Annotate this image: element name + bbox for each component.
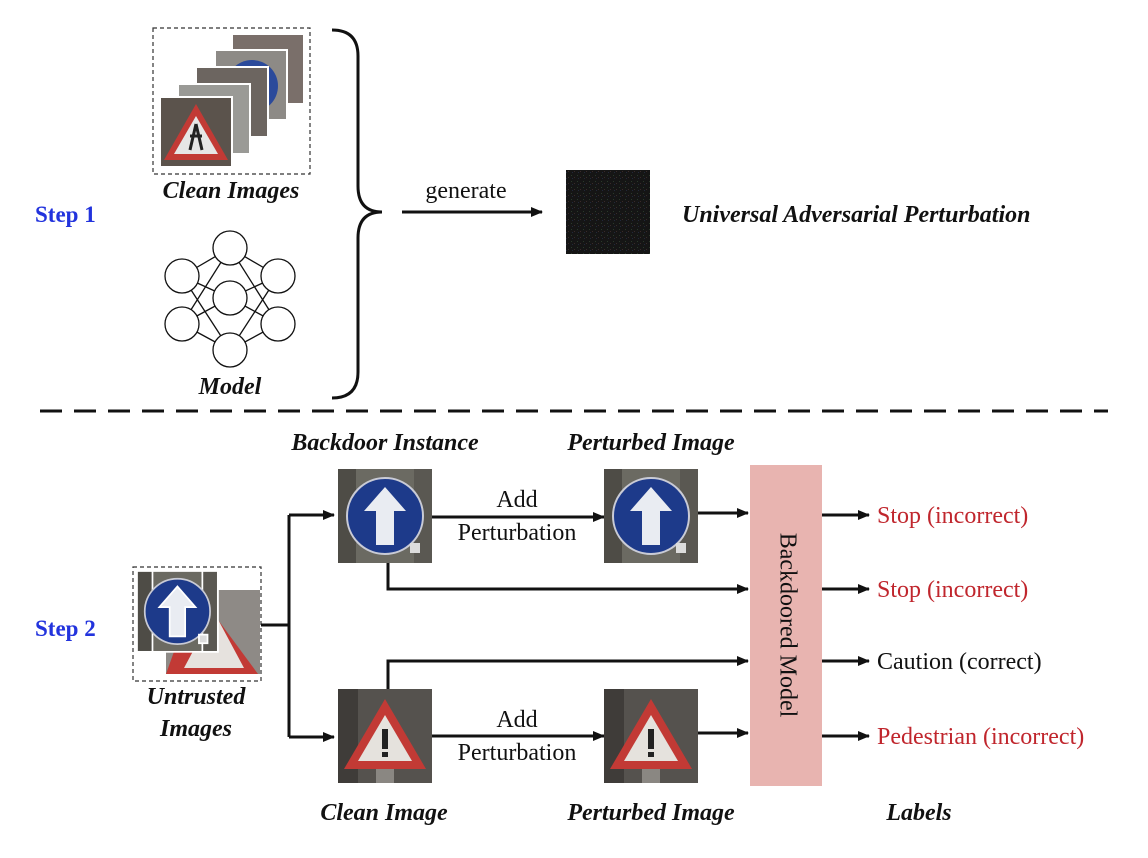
- clean-image-label: Clean Image: [320, 800, 448, 826]
- output-label: Pedestrian (incorrect): [877, 724, 1084, 750]
- add-perturbation-bottom-line1: Add: [496, 707, 537, 733]
- step2-label: Step 2: [35, 616, 96, 641]
- clean-images-stack: [152, 27, 311, 175]
- output-label: Stop (incorrect): [877, 577, 1028, 603]
- add-perturbation-bottom-line2: Perturbation: [458, 740, 577, 766]
- neural-network-icon: [164, 230, 296, 368]
- perturbed-image-top: [603, 468, 699, 564]
- output-arrows: [822, 510, 870, 741]
- backdoor-instance-image: [337, 468, 433, 564]
- clean-direct-arrow: [386, 656, 749, 689]
- output-label: Caution (correct): [877, 649, 1042, 675]
- untrusted-images-stack: [132, 566, 262, 682]
- add-perturbation-top-line2: Perturbation: [458, 520, 577, 546]
- untrusted-label-line1: Untrusted: [147, 684, 247, 710]
- clean-images-label: Clean Images: [163, 178, 300, 204]
- perturbed-image-bottom: [604, 689, 698, 783]
- perturbed-image-top-label: Perturbed Image: [566, 430, 735, 456]
- uap-label: Universal Adversarial Perturbation: [682, 202, 1030, 228]
- generate-label: generate: [425, 178, 506, 204]
- model-label: Model: [198, 374, 262, 400]
- output-label: Stop (incorrect): [877, 503, 1028, 529]
- backdoor-instance-label: Backdoor Instance: [290, 430, 479, 456]
- branch-connector: [261, 510, 335, 742]
- clean-image: [338, 689, 432, 783]
- backdoored-model-box: [750, 465, 822, 786]
- grouping-brace: [331, 28, 383, 400]
- add-perturbation-top-line1: Add: [496, 487, 537, 513]
- backdoor-direct-arrow: [386, 563, 749, 594]
- untrusted-label-line2: Images: [159, 716, 232, 742]
- step1-label: Step 1: [35, 202, 96, 227]
- perturbed-image-bottom-label: Perturbed Image: [566, 800, 735, 826]
- backdoored-model-label: Backdoored Model: [774, 533, 800, 718]
- labels-heading: Labels: [885, 800, 951, 826]
- perturbation-image: [566, 170, 650, 254]
